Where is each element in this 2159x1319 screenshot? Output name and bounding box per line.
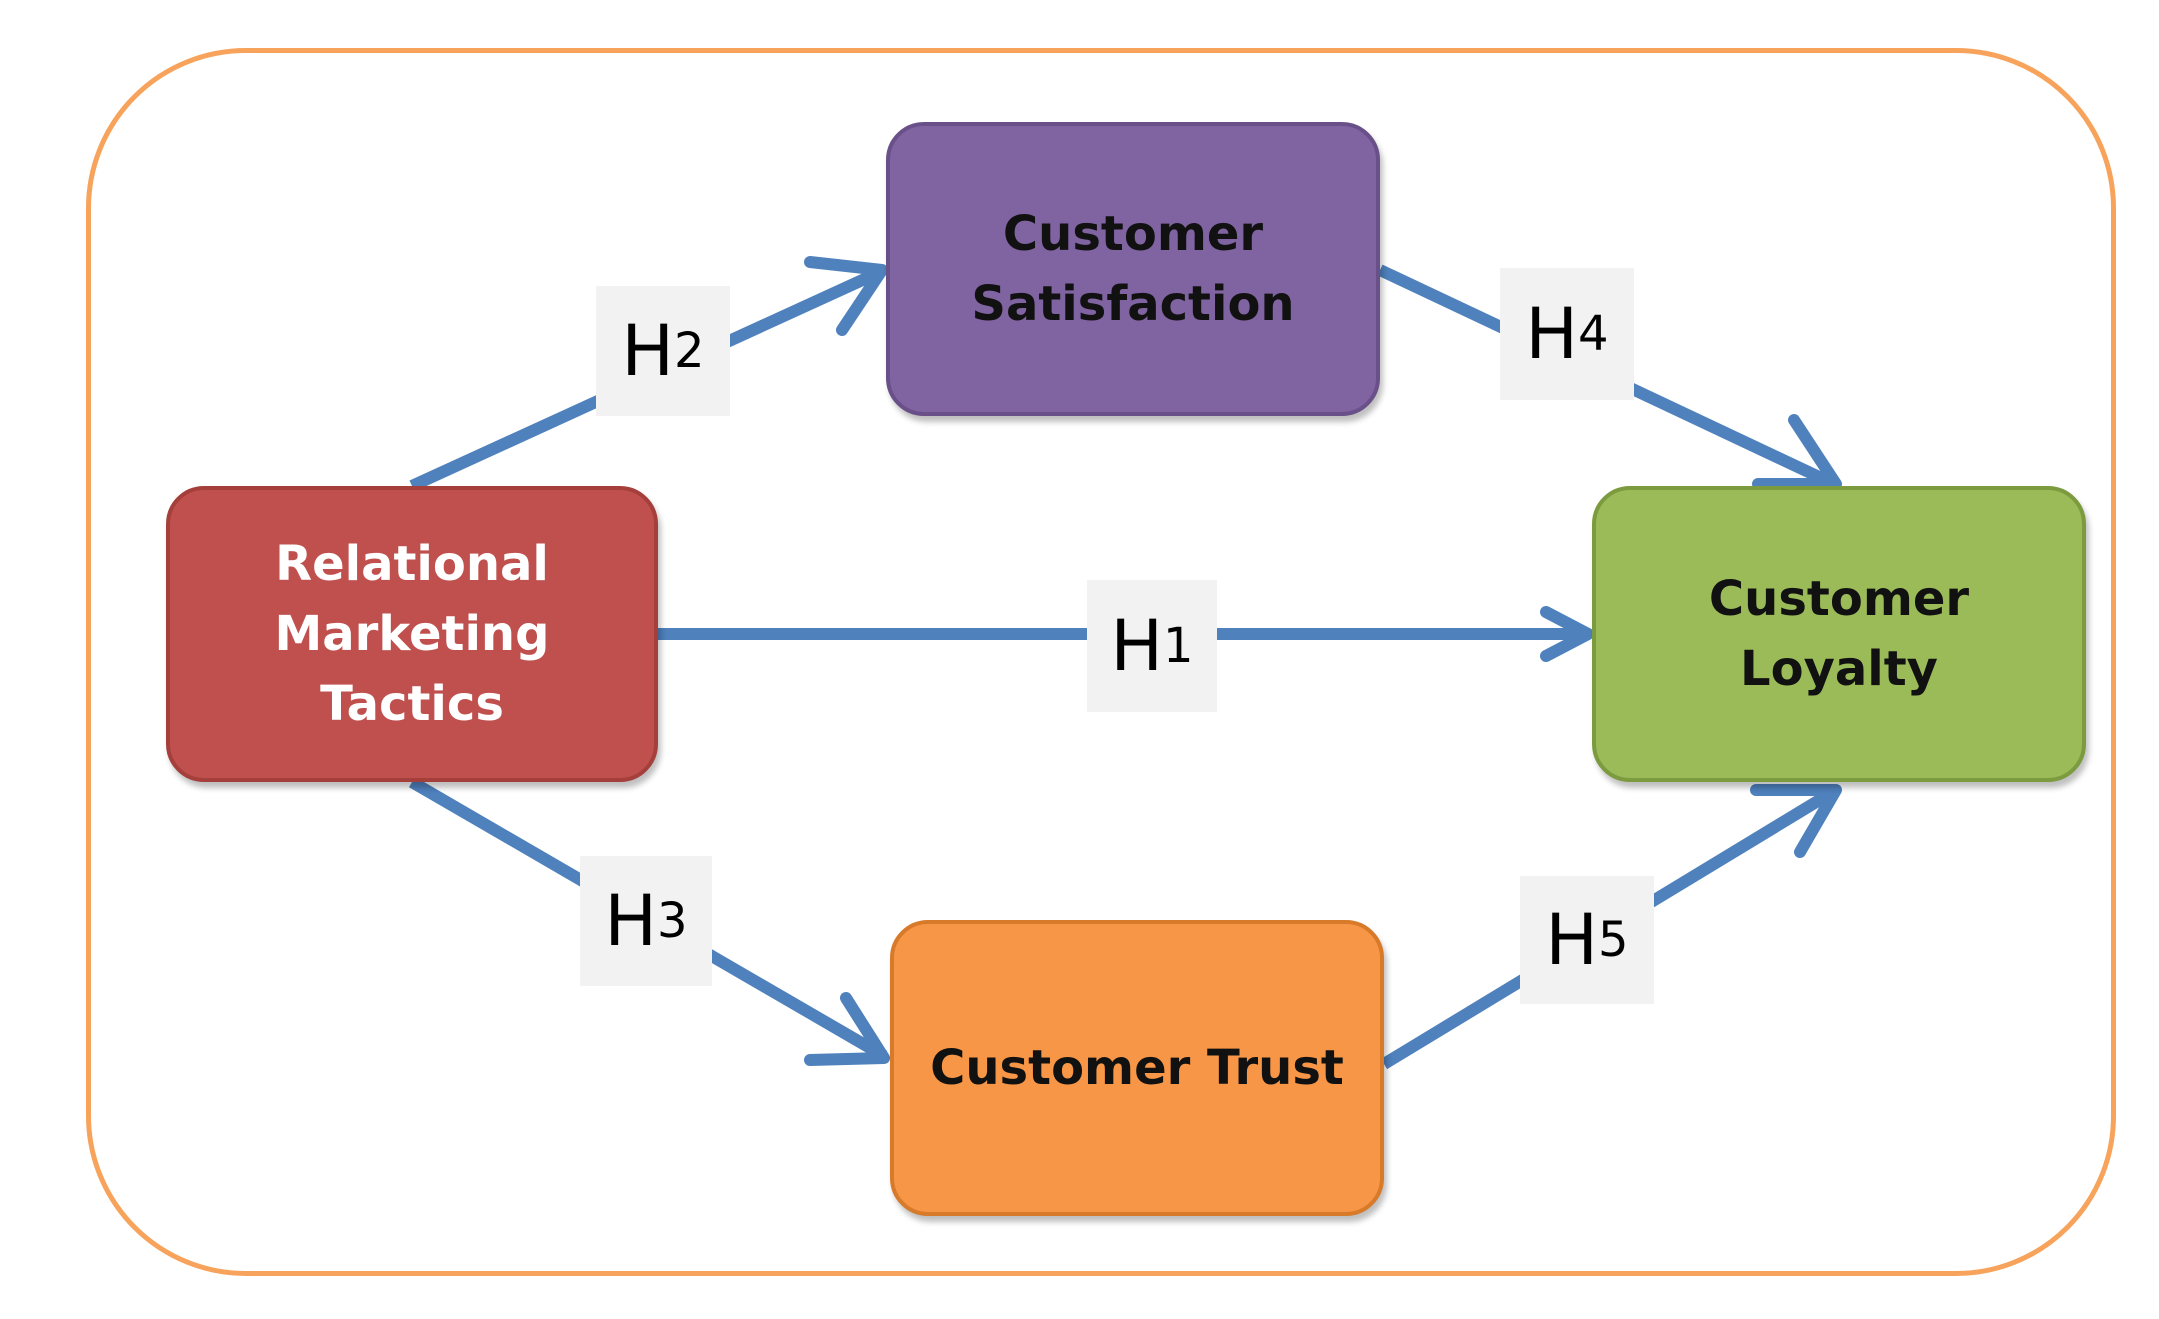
node-customer-trust: Customer Trust	[890, 920, 1384, 1216]
hypothesis-index: 2	[674, 323, 705, 379]
hypothesis-index: 3	[657, 893, 688, 949]
hypothesis-letter: H	[1110, 605, 1164, 687]
node-label: Customer Satisfaction	[971, 206, 1295, 332]
hypothesis-letter: H	[604, 880, 658, 962]
node-label: Customer Loyalty	[1708, 571, 1970, 697]
hypothesis-letter: H	[621, 310, 675, 392]
hypothesis-letter: H	[1525, 293, 1579, 375]
node-customer-loyalty: Customer Loyalty	[1592, 486, 2086, 782]
hypothesis-index: 4	[1578, 306, 1609, 362]
node-customer-satisfaction: Customer Satisfaction	[886, 122, 1380, 416]
node-relational-marketing-tactics: Relational Marketing Tactics	[166, 486, 658, 782]
hypothesis-index: 1	[1163, 618, 1194, 674]
node-label: Customer Trust	[930, 1040, 1344, 1096]
node-label: Relational Marketing Tactics	[274, 536, 550, 732]
hypothesis-index: 5	[1598, 912, 1629, 968]
hypothesis-letter: H	[1545, 899, 1599, 981]
